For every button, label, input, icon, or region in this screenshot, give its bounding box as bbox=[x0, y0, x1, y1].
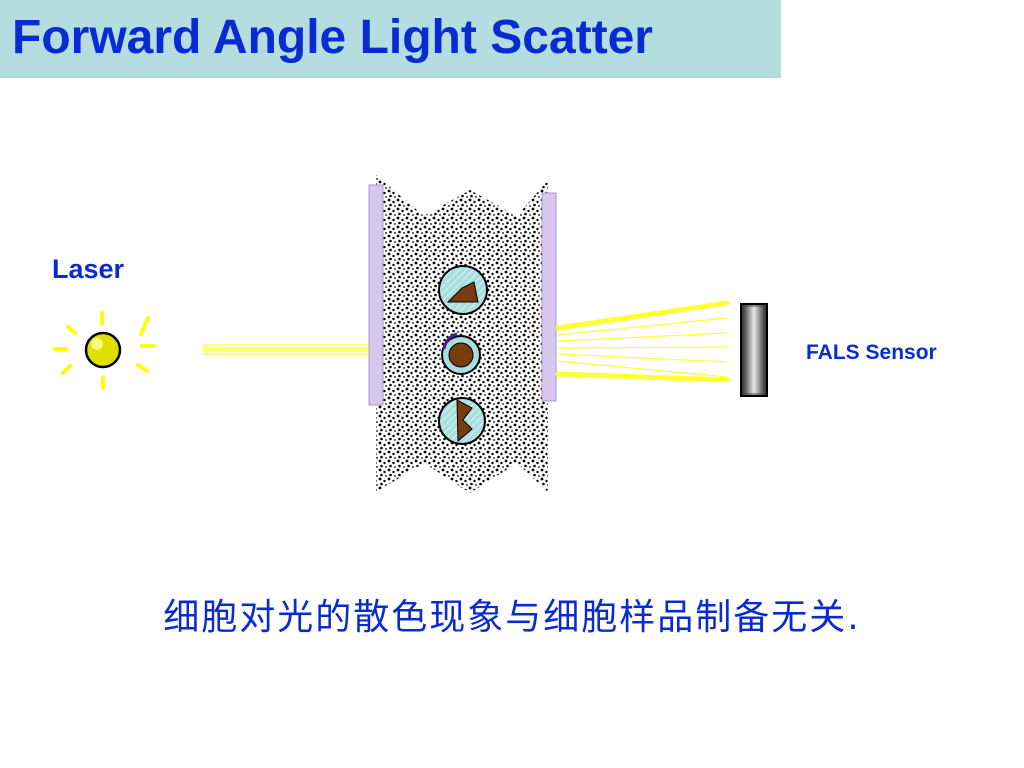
flow-cell-stream bbox=[376, 175, 548, 493]
cell-top bbox=[438, 265, 488, 315]
title-bar: Forward Angle Light Scatter bbox=[0, 0, 781, 78]
incident-laser-beam bbox=[202, 344, 370, 355]
laser-source bbox=[53, 311, 156, 390]
slide-caption: 细胞对光的散色现象与细胞样品制备无关. bbox=[163, 597, 861, 638]
page-title: Forward Angle Light Scatter bbox=[12, 11, 653, 64]
laser-bulb-icon bbox=[84, 331, 122, 369]
laser-rays-icon bbox=[53, 311, 156, 390]
fals-sensor-icon bbox=[740, 303, 768, 397]
laser-label: Laser bbox=[52, 254, 125, 284]
cell-bottom bbox=[438, 397, 486, 445]
flow-cell-right-window bbox=[541, 192, 557, 402]
cell-middle bbox=[441, 332, 481, 375]
flow-cell-left-window bbox=[368, 184, 384, 406]
fals-sensor-label: FALS Sensor bbox=[806, 341, 937, 364]
forward-scatter-rays bbox=[555, 300, 730, 383]
